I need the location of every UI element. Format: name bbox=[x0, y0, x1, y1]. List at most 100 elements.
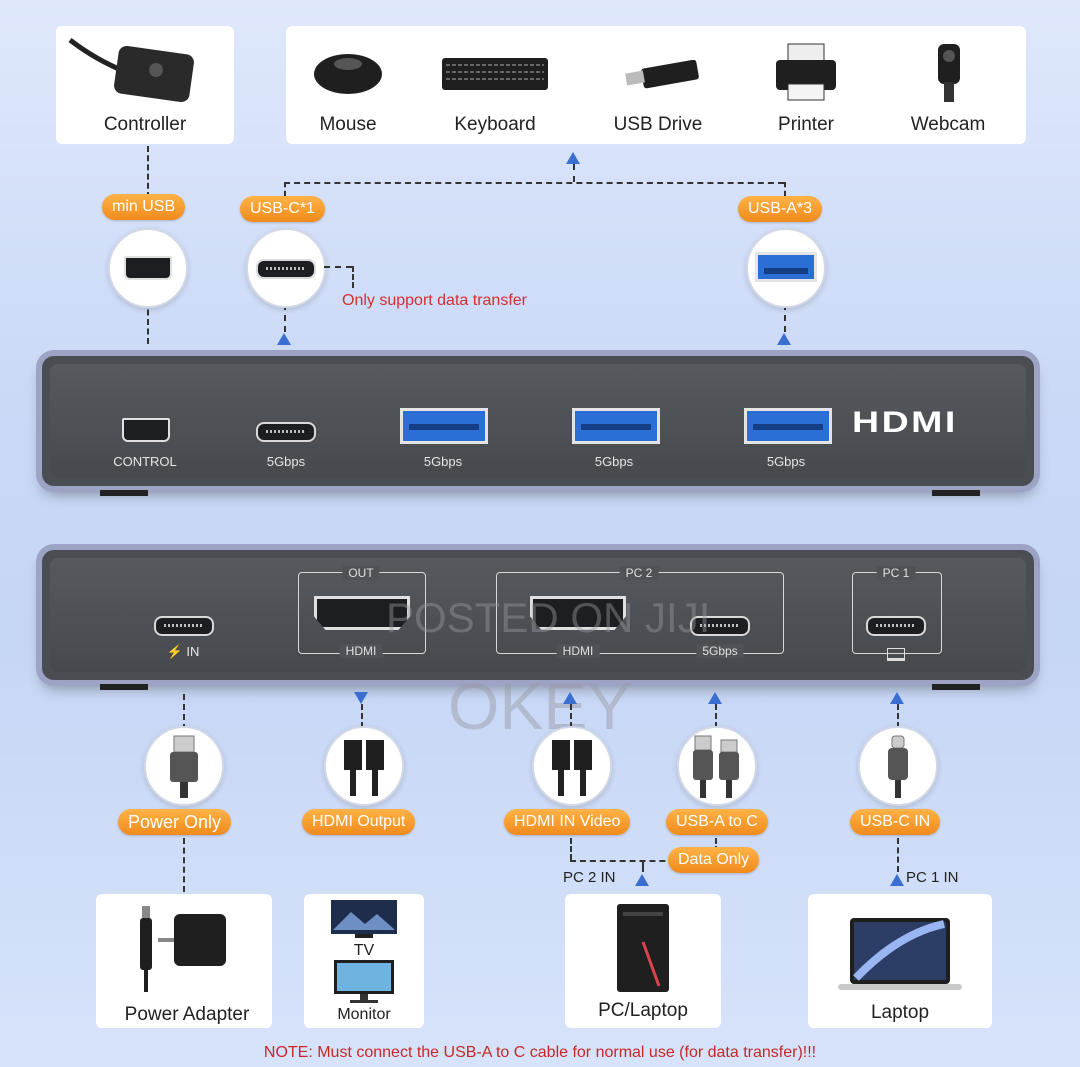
min-usb-pill: min USB bbox=[102, 194, 186, 220]
controller-label: Controller bbox=[103, 114, 187, 135]
watermark-line2: OKEY bbox=[448, 669, 632, 743]
mouse-icon bbox=[314, 54, 382, 94]
pc1-group bbox=[852, 572, 942, 654]
usbc-in-arrow bbox=[890, 692, 904, 704]
front-panel bbox=[42, 356, 1034, 486]
usbc-branch bbox=[284, 182, 286, 196]
power-line-bottom bbox=[183, 838, 185, 892]
mini-usb-port-icon bbox=[124, 256, 172, 280]
controller-card: Controller bbox=[56, 26, 234, 144]
note-line bbox=[324, 266, 352, 268]
hdmi-cable-icon bbox=[344, 740, 384, 796]
usba-line-lower bbox=[784, 304, 786, 332]
front-foot-right bbox=[932, 490, 980, 496]
usba-cable-icon bbox=[170, 735, 198, 798]
usba-c-cable-icon bbox=[693, 735, 739, 798]
hdmi-logo: HDMI bbox=[852, 406, 958, 439]
pc2-in-label: PC 2 IN bbox=[563, 869, 616, 886]
usbc-circle bbox=[246, 228, 326, 308]
usba-c-line bbox=[715, 704, 717, 728]
out-hdmi-port bbox=[314, 596, 410, 630]
power-only-pill: Power Only bbox=[118, 809, 232, 835]
watermark-line1: POSTED ON JIJI bbox=[386, 594, 711, 641]
hdmi-in-circle bbox=[532, 726, 612, 806]
laptop-card: Laptop bbox=[808, 894, 992, 1028]
hdmi-in-cable-icon bbox=[552, 740, 592, 796]
front-usba-port-2 bbox=[572, 408, 660, 444]
usba-to-c-pill: USB-A to C bbox=[666, 809, 768, 835]
usba-branch bbox=[784, 182, 786, 196]
control-port bbox=[122, 418, 170, 442]
peripheral-arrow bbox=[566, 152, 580, 164]
pc2-in-arrow bbox=[635, 874, 649, 886]
pc2-usbc-speed: 5Gbps bbox=[696, 644, 744, 658]
pc2-drop-line bbox=[642, 860, 644, 872]
power-in-label: ⚡ IN bbox=[167, 644, 200, 660]
printer-label: Printer bbox=[778, 114, 834, 135]
usba-c-circle bbox=[677, 726, 757, 806]
controller-icon bbox=[68, 38, 194, 103]
hdmi-in-line-bottom bbox=[570, 838, 572, 860]
pc2-hdmi-port bbox=[530, 596, 626, 630]
usba-pill: USB-A*3 bbox=[738, 196, 823, 222]
power-adapter-icon bbox=[140, 906, 226, 992]
pc-card: PC/Laptop bbox=[565, 894, 721, 1028]
pc2-label: PC 2 bbox=[619, 566, 659, 580]
pc-tower-icon bbox=[617, 904, 669, 992]
pc2-hdmi-label: HDMI bbox=[556, 644, 600, 658]
usbc-line-lower bbox=[284, 304, 286, 332]
rear-foot-right bbox=[932, 684, 980, 690]
hdmi-in-line bbox=[570, 704, 572, 728]
hdmi-out-circle bbox=[324, 726, 404, 806]
hdmi-out-line bbox=[361, 704, 363, 728]
tv-icon bbox=[331, 900, 397, 938]
usba-arrow bbox=[777, 333, 791, 345]
display-card: TV Monitor bbox=[304, 894, 424, 1028]
usbc-in-pill: USB-C IN bbox=[850, 809, 941, 835]
usbc-pill: USB-C*1 bbox=[240, 196, 325, 222]
front-panel-face bbox=[50, 364, 1026, 478]
power-adapter-card: Power Adapter bbox=[96, 894, 272, 1028]
power-line-top bbox=[183, 694, 185, 730]
rear-foot-left bbox=[100, 684, 148, 690]
control-label: CONTROL bbox=[113, 454, 177, 469]
keyboard-label: Keyboard bbox=[454, 114, 536, 135]
controller-line-lower bbox=[147, 300, 149, 344]
peripheral-stem bbox=[573, 164, 575, 182]
webcam-label: Webcam bbox=[910, 114, 986, 135]
usbc-port-icon bbox=[256, 259, 316, 279]
laptop-small-icon bbox=[887, 648, 905, 661]
power-cable-circle bbox=[144, 726, 224, 806]
usba-circle bbox=[746, 228, 826, 308]
usbc-in-line-bottom bbox=[897, 838, 899, 872]
peripherals-card: Mouse Keyboard USB Drive Printer Webcam bbox=[286, 26, 1026, 144]
tv-label: TV bbox=[353, 942, 375, 959]
mini-usb-circle bbox=[108, 228, 188, 308]
hdmi-output-pill: HDMI Output bbox=[302, 809, 416, 835]
front-usba-speed-2: 5Gbps bbox=[594, 454, 634, 469]
usbc-in-line bbox=[897, 704, 899, 728]
usba-c-arrow bbox=[708, 692, 722, 704]
usbc-cable-icon bbox=[888, 735, 908, 798]
usb-drive-label: USB Drive bbox=[613, 114, 703, 135]
note-line-down bbox=[352, 266, 354, 288]
front-usba-port-1 bbox=[400, 408, 488, 444]
usbc-in-circle bbox=[858, 726, 938, 806]
front-usbc-speed: 5Gbps bbox=[266, 454, 306, 469]
front-foot-left bbox=[100, 490, 148, 496]
printer-icon bbox=[776, 43, 836, 101]
front-usba-speed-1: 5Gbps bbox=[423, 454, 463, 469]
bolt-icon: ⚡ bbox=[166, 644, 183, 659]
data-transfer-note: Only support data transfer bbox=[342, 292, 527, 309]
pc2-usbc-port bbox=[690, 616, 750, 636]
front-usba-port-3 bbox=[744, 408, 832, 444]
out-label: OUT bbox=[342, 566, 380, 580]
power-adapter-label: Power Adapter bbox=[124, 1004, 250, 1025]
pc1-usbc-port bbox=[866, 616, 926, 636]
usba-port-icon bbox=[755, 252, 817, 282]
power-usbc-port bbox=[154, 616, 214, 636]
front-usbc-port bbox=[256, 422, 316, 442]
pc1-label: PC 1 bbox=[876, 566, 916, 580]
hdmi-in-arrow bbox=[563, 692, 577, 704]
